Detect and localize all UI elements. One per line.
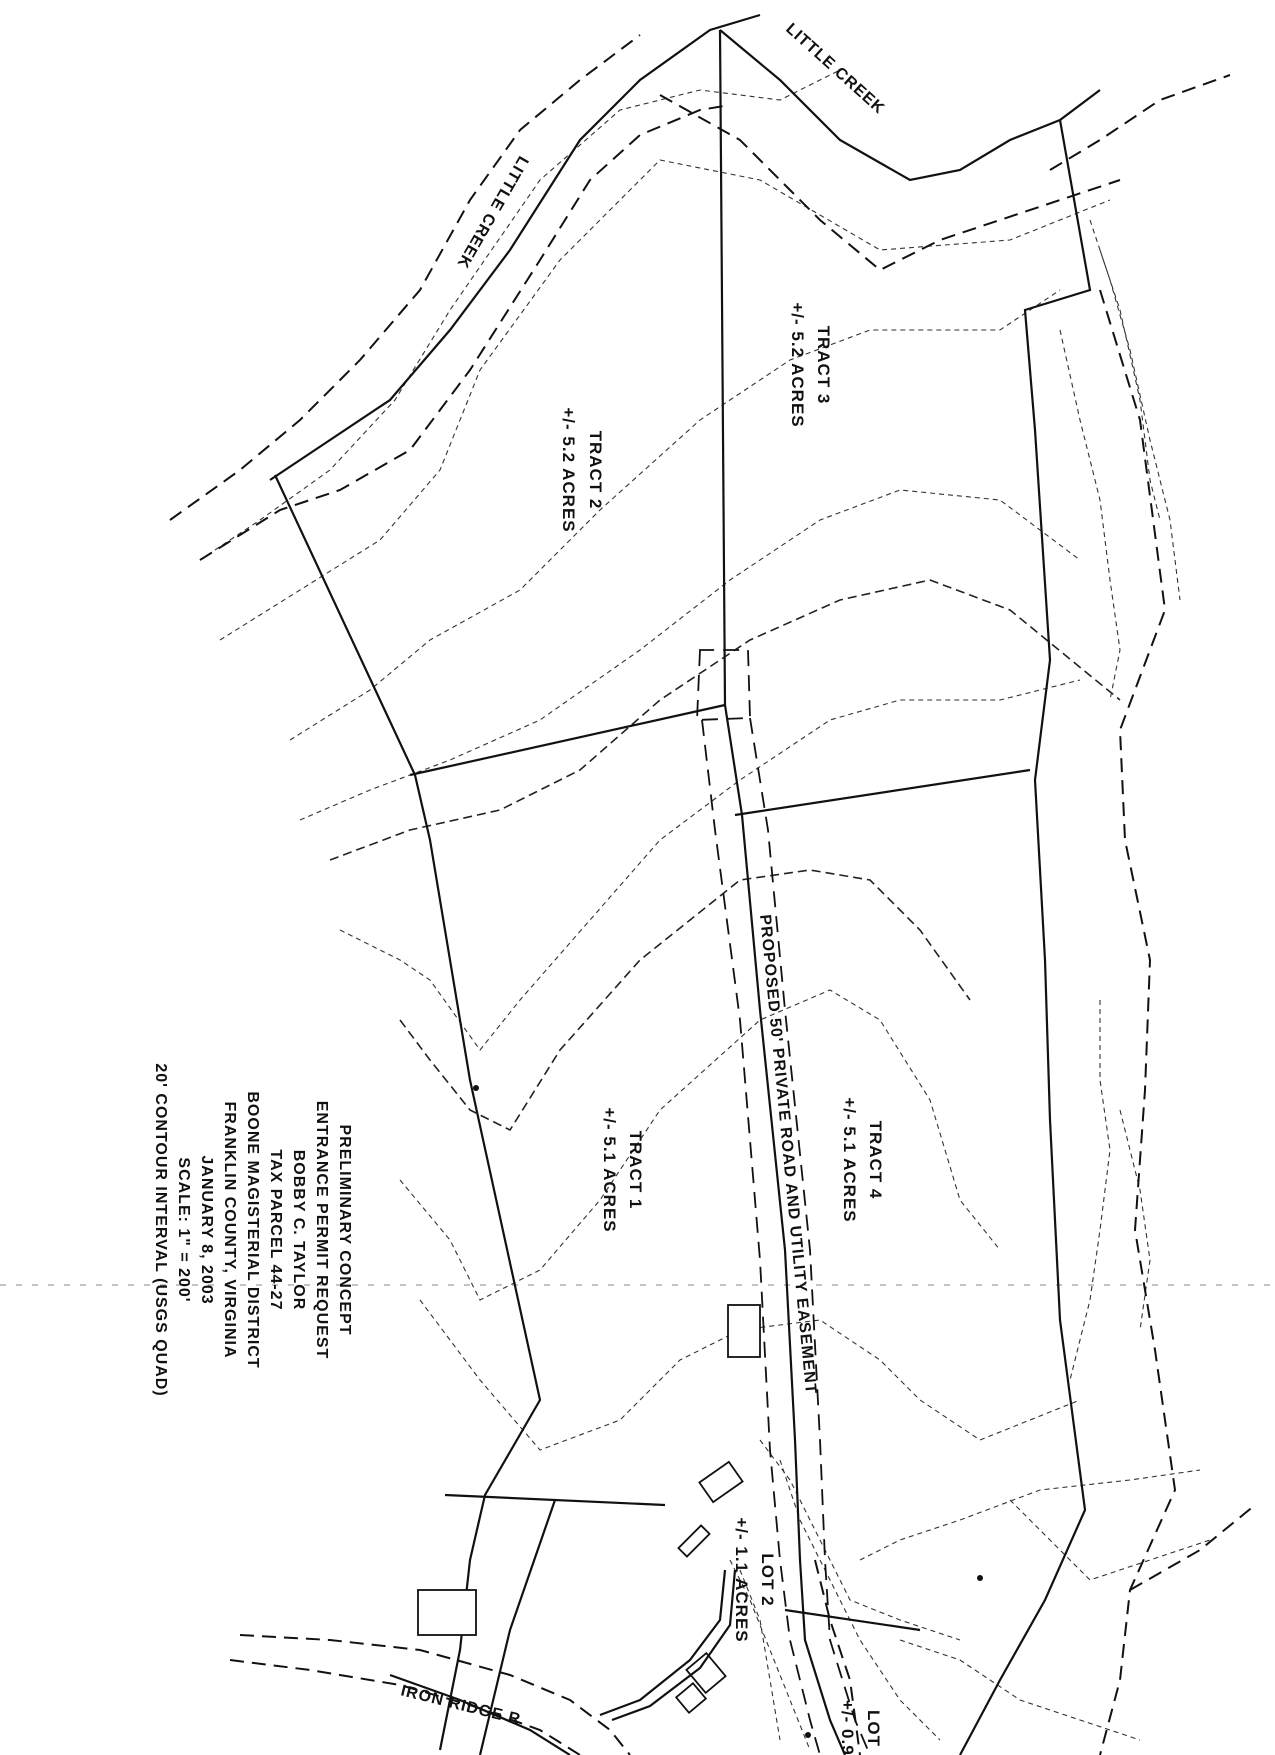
easement-label: PROPOSED 50' PRIVATE ROAD AND UTILITY EA… (756, 914, 819, 1396)
tract-4-name: TRACT 4 (866, 1121, 885, 1200)
building-outline (417, 1589, 477, 1636)
structures (417, 1085, 983, 1738)
tract-labels: TRACT 2 +/- 5.2 ACRES TRACT 3 +/- 5.2 AC… (559, 302, 885, 1755)
building-outline (698, 1460, 744, 1504)
property-boundary (274, 29, 1256, 1755)
little-creek-east-label: LITTLE CREEK (782, 20, 888, 117)
title-line-6: FRANKLIN COUNTY, VIRGINIA (221, 1102, 238, 1359)
little-creek-east (659, 29, 1231, 272)
title-line-9: 20' CONTOUR INTERVAL (USGS QUAD) (152, 1063, 169, 1396)
tract-3-name: TRACT 3 (814, 326, 833, 405)
iron-ridge-road (229, 1634, 631, 1755)
survey-monument (473, 1085, 479, 1091)
proposed-road-easement (696, 649, 871, 1755)
tract-2-area: +/- 5.2 ACRES (559, 407, 578, 532)
lot-partial-name: LOT (864, 1710, 883, 1747)
tract-3-area: +/- 5.2 ACRES (788, 302, 807, 427)
tract-2-name: TRACT 2 (586, 431, 605, 510)
title-line-8: SCALE: 1" = 200' (175, 1157, 192, 1302)
building-outline (677, 1524, 711, 1558)
survey-monument (805, 1732, 811, 1738)
title-line-5: BOONE MAGISTERIAL DISTRICT (244, 1091, 261, 1368)
tract-4-area: +/- 5.1 ACRES (840, 1097, 859, 1222)
lot-2-name: LOT 2 (758, 1553, 777, 1606)
title-line-2: ENTRANCE PERMIT REQUEST (313, 1101, 330, 1360)
building-outline (685, 1651, 727, 1695)
lot-2-area: +/- 1.1 ACRES (732, 1517, 751, 1642)
contour-lines (199, 69, 1211, 1751)
title-block: PRELIMINARY CONCEPT ENTRANCE PERMIT REQU… (152, 1063, 353, 1396)
title-line-3: BOBBY C. TAYLOR (290, 1150, 307, 1311)
building-outline (674, 1682, 708, 1714)
building-outline (727, 1304, 761, 1358)
title-line-4: TAX PARCEL 44-27 (267, 1150, 284, 1311)
little-creek-west-label: LITTLE CREEK (453, 153, 531, 271)
tract-1-name: TRACT 1 (626, 1131, 645, 1210)
title-line-1: PRELIMINARY CONCEPT (336, 1124, 353, 1335)
little-creek-west (169, 13, 761, 561)
survey-monument (977, 1575, 983, 1581)
tract-1-area: +/- 5.1 ACRES (600, 1107, 619, 1232)
lot-partial-area: +/- 0.9 (838, 1700, 857, 1755)
title-line-7: JANUARY 8, 2003 (198, 1155, 215, 1304)
iron-ridge-road-label: IRON RIDGE R (399, 1682, 523, 1728)
